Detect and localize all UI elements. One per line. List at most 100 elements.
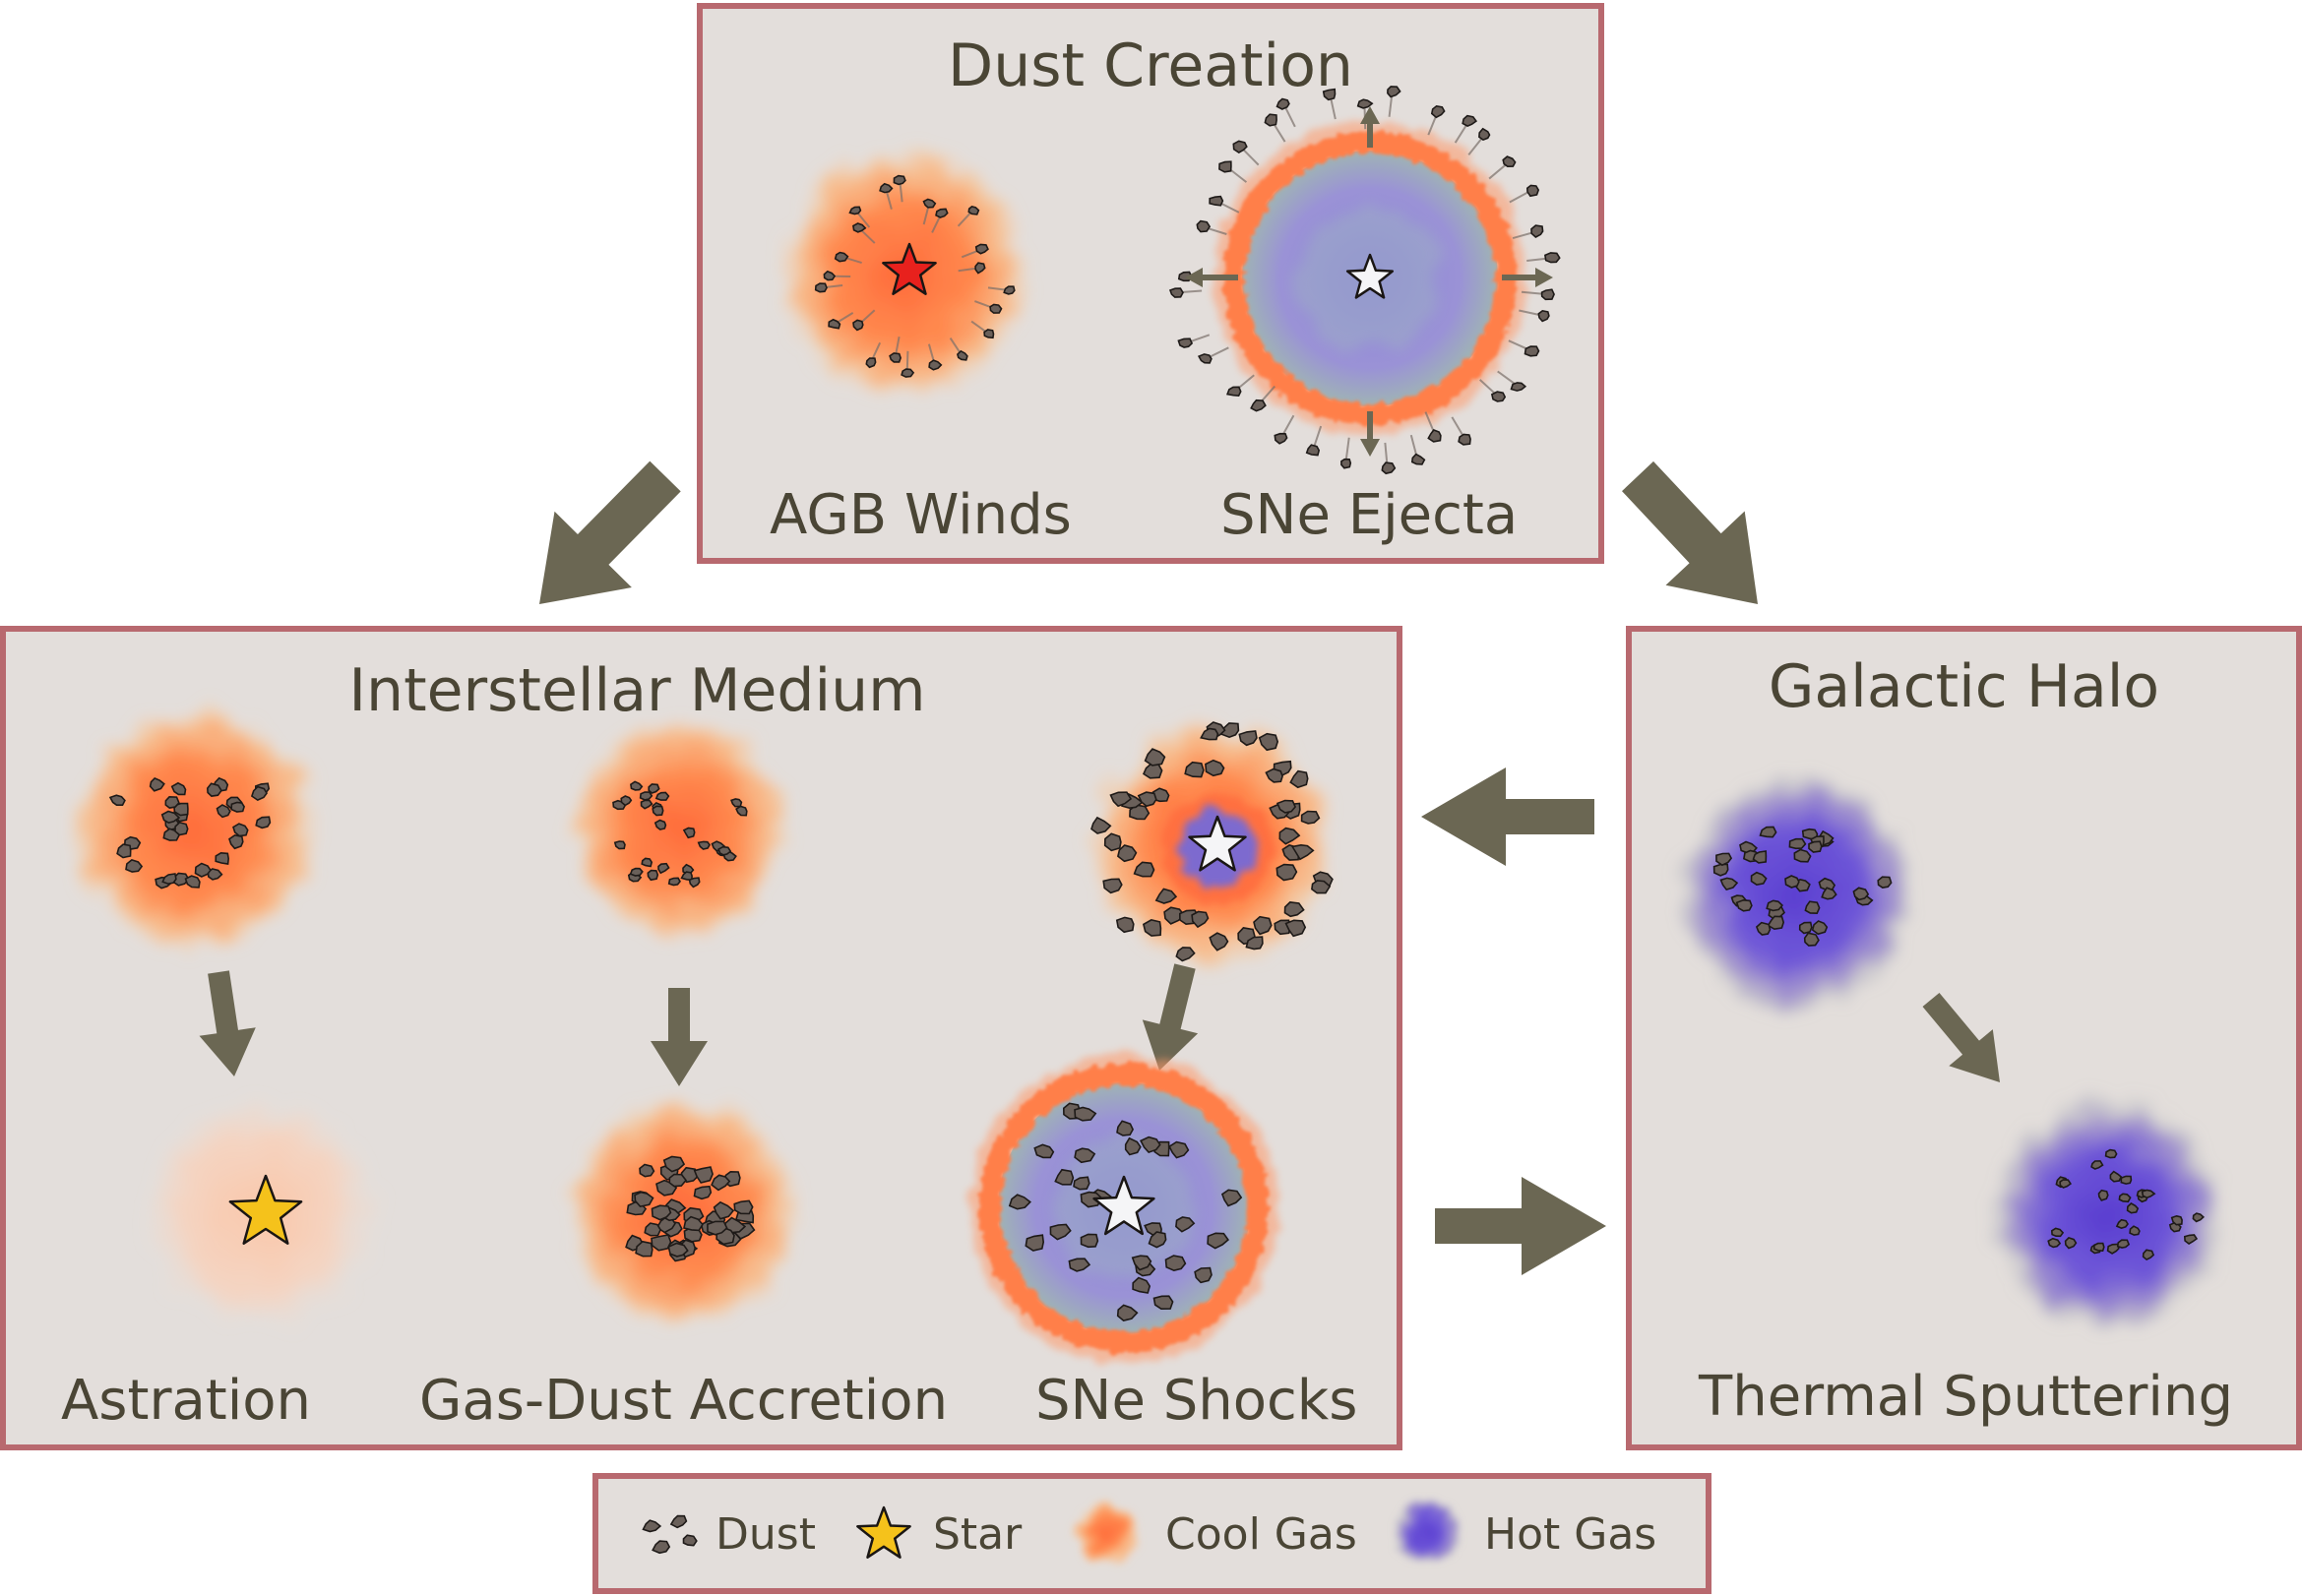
- dust-grain: [1218, 160, 1232, 173]
- dust-grain: [1811, 920, 1829, 936]
- dust-grain: [125, 859, 144, 873]
- dust-grain: [852, 319, 864, 332]
- dust-grain: [652, 805, 664, 817]
- dust-grain: [974, 243, 989, 255]
- dust-grain: [1502, 155, 1517, 168]
- dust-grain: [662, 1155, 686, 1173]
- dust-grain: [160, 810, 181, 825]
- dust-grain: [2126, 1202, 2140, 1214]
- dust-grain: [928, 359, 943, 371]
- dust-grain: [1788, 837, 1807, 850]
- dust-grain: [1163, 906, 1186, 925]
- dust-grain: [651, 1204, 672, 1221]
- legend-panel: [592, 1473, 1711, 1594]
- ism-to-halo-arrow: [1435, 1177, 1606, 1275]
- dust-grain: [1124, 1136, 1142, 1156]
- dust-grain: [640, 799, 653, 810]
- dust-grain: [206, 782, 222, 797]
- dust-grain: [879, 182, 894, 194]
- dust-grain: [2141, 1189, 2156, 1199]
- dust-grain: [1290, 843, 1315, 861]
- dust-grain: [161, 873, 177, 886]
- dust-grain: [717, 845, 732, 856]
- dust-grain: [1184, 761, 1205, 778]
- dust-grain: [668, 1173, 688, 1188]
- gas-dust-accretion-label: Gas-Dust Accretion: [419, 1369, 949, 1433]
- dust-grain: [1430, 104, 1446, 119]
- dust-grain: [2093, 1242, 2105, 1253]
- dust-grain: [667, 877, 681, 887]
- dust-grain: [173, 802, 189, 817]
- creation-to-ism-arrow: [539, 460, 681, 604]
- dust-grain: [1530, 224, 1544, 238]
- legend-dust-grain: [669, 1514, 688, 1529]
- thermal-sputtering-label: Thermal Sputtering: [1699, 1365, 2233, 1429]
- dust-grain: [1197, 353, 1213, 364]
- dust-grain: [1877, 876, 1893, 889]
- dust-grain: [1387, 86, 1401, 98]
- legend-hot-gas-label: Hot Gas: [1484, 1509, 1657, 1560]
- dust-grain: [682, 827, 696, 839]
- dust-grain: [957, 349, 968, 361]
- dust-grain: [1238, 730, 1258, 747]
- dust-grain: [1196, 219, 1212, 233]
- dust-grain: [194, 862, 212, 878]
- dust-grain: [1759, 826, 1777, 838]
- dust-grain: [1025, 1234, 1045, 1252]
- legend-hot-gas-icon: [1394, 1500, 1461, 1566]
- accretion-arrow: [651, 988, 708, 1086]
- legend-dust-grain: [652, 1540, 671, 1555]
- dust-grain: [1524, 345, 1540, 357]
- dust-grain: [983, 329, 995, 339]
- dust-grain: [834, 251, 849, 263]
- dust-grain: [1278, 827, 1301, 845]
- dust-grain: [2129, 1225, 2141, 1236]
- dust-grain: [889, 352, 902, 363]
- astration-arrow: [199, 970, 256, 1076]
- shocks-bubble-shell: [979, 1064, 1269, 1353]
- dust-grain: [639, 791, 653, 801]
- white-star-icon: [1345, 253, 1395, 299]
- dust-grain: [1003, 285, 1016, 295]
- dust-grain: [1808, 840, 1823, 853]
- ejecta-arrow-left-head: [1185, 268, 1203, 287]
- dust-grain: [683, 1215, 704, 1232]
- dust-grain: [1191, 910, 1210, 929]
- dust-grain: [848, 206, 862, 215]
- dust-grain: [639, 1163, 655, 1178]
- dust-grain: [1793, 848, 1812, 863]
- dust-grain: [2170, 1214, 2183, 1226]
- dust-grain: [1152, 1295, 1174, 1311]
- dust-grain: [1410, 453, 1426, 465]
- dust-grain: [1080, 1191, 1103, 1208]
- dust-grain: [1719, 877, 1739, 891]
- sne-shocks-label: SNe Shocks: [1035, 1369, 1358, 1433]
- dust-grain: [989, 303, 1003, 314]
- dust-grain: [1478, 127, 1491, 141]
- dust-grain: [688, 877, 701, 889]
- dust-grain: [654, 791, 670, 801]
- dust-grain: [1712, 863, 1729, 877]
- dust-grain: [1275, 863, 1298, 882]
- dust-grain: [1804, 900, 1821, 915]
- dust-grain: [1137, 791, 1157, 808]
- dust-grain: [2116, 1239, 2131, 1249]
- dust-grain: [1148, 1231, 1167, 1249]
- dust-grain: [1073, 1176, 1090, 1191]
- dust-grain: [1209, 195, 1224, 207]
- dust-grain: [2120, 1175, 2133, 1185]
- dust-grain: [1139, 1136, 1161, 1154]
- dust-grain: [1803, 932, 1820, 947]
- dust-grain: [1305, 444, 1321, 457]
- dust-grain: [1209, 932, 1229, 951]
- ejecta-arrow-down-head: [1360, 439, 1380, 457]
- dust-grain: [1750, 871, 1768, 887]
- dust-grain: [814, 282, 828, 293]
- dust-grain: [1194, 1266, 1213, 1284]
- dust-grain: [1284, 919, 1307, 938]
- dust-grain: [667, 1242, 689, 1258]
- red-star-icon: [882, 242, 937, 295]
- dust-grain: [170, 781, 187, 796]
- dust-grain: [1821, 887, 1837, 900]
